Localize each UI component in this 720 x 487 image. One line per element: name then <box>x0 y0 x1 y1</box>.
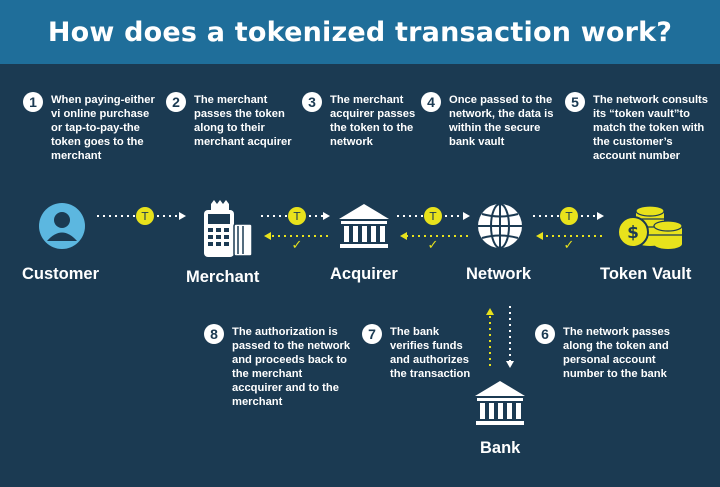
step-5: 5 The network consults its “token vault”… <box>565 92 710 163</box>
check-icon: ✓ <box>564 238 575 253</box>
check-icon: ✓ <box>292 238 303 253</box>
check-marks: ✓ ✓ ✓ <box>292 238 575 253</box>
svg-text:$: $ <box>627 223 639 243</box>
merchant-label: Merchant <box>186 268 260 286</box>
authorization-flow-arrows <box>264 232 602 366</box>
token-flow-arrows <box>97 212 604 368</box>
step-text: The authorization is passed to the netwo… <box>232 326 351 408</box>
step-text: The merchant acquirer passes the token t… <box>330 94 416 148</box>
step-6: 6 The network passes along the token and… <box>535 324 685 381</box>
bank-icon <box>475 381 525 425</box>
token-badges: T T T T <box>136 207 578 225</box>
step-7: 7 The bank verifies funds and authorizes… <box>362 324 477 381</box>
step-number: 1 <box>23 92 43 112</box>
step-number: 2 <box>166 92 186 112</box>
step-4: 4 Once passed to the network, the data i… <box>421 92 557 149</box>
customer-icon <box>39 203 85 249</box>
network-label: Network <box>466 265 532 283</box>
title-banner: How does a tokenized transaction work? <box>0 0 720 64</box>
step-number: 5 <box>565 92 585 112</box>
page-title: How does a tokenized transaction work? <box>47 16 673 48</box>
check-icon: ✓ <box>428 238 439 253</box>
step-text: Once passed to the network, the data is … <box>449 94 554 148</box>
token-badge-text: T <box>293 210 301 223</box>
step-number: 3 <box>302 92 322 112</box>
step-text: The bank verifies funds and authorizes t… <box>390 326 471 380</box>
token-badge-text: T <box>429 210 437 223</box>
step-number: 4 <box>421 92 441 112</box>
step-8: 8 The authorization is passed to the net… <box>204 324 354 409</box>
pos-terminal-icon <box>204 200 253 257</box>
acquirer-label: Acquirer <box>330 265 398 283</box>
acquirer-bank-icon <box>339 204 389 248</box>
step-text: When paying-either vi online purchase or… <box>51 94 155 162</box>
globe-icon <box>478 203 522 249</box>
coins-icon: $ <box>617 205 683 249</box>
token-badge-text: T <box>141 210 149 223</box>
token-vault-label: Token Vault <box>600 265 692 283</box>
step-1: 1 When paying-either vi online purchase … <box>23 92 159 163</box>
step-text: The network passes along the token and p… <box>563 326 670 380</box>
step-text: The merchant passes the token along to t… <box>194 94 292 148</box>
step-number: 7 <box>362 324 382 344</box>
token-badge-text: T <box>565 210 573 223</box>
bank-label: Bank <box>480 439 521 457</box>
step-3: 3 The merchant acquirer passes the token… <box>302 92 418 149</box>
step-text: The network consults its “token vault”to… <box>593 94 708 162</box>
step-number: 8 <box>204 324 224 344</box>
step-2: 2 The merchant passes the token along to… <box>166 92 296 149</box>
step-number: 6 <box>535 324 555 344</box>
customer-label: Customer <box>22 265 100 283</box>
